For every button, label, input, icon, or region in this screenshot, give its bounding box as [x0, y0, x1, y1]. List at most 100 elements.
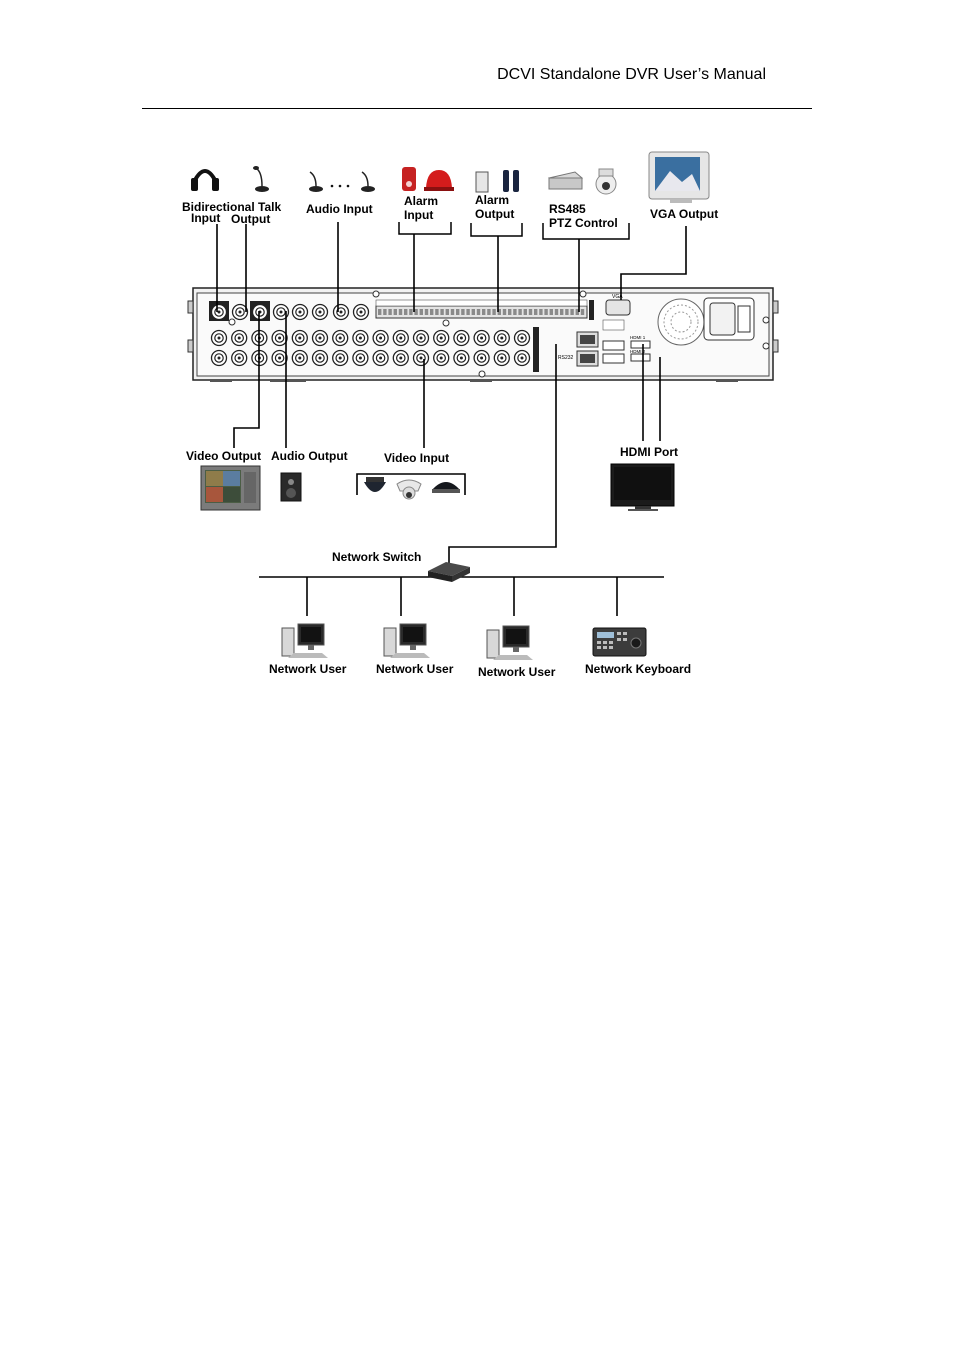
terminal-pin [539, 309, 543, 315]
headphones-icon [191, 169, 219, 191]
video-bnc-connector [473, 349, 490, 367]
video-bnc-connector [210, 329, 228, 347]
alarm-sensor-icon [475, 170, 519, 193]
network-user-computer-icon [281, 623, 328, 658]
header-rule [142, 108, 812, 109]
video-bnc-connector [271, 349, 288, 367]
audio-input-microphones-icon [309, 171, 375, 192]
video-bnc-connector [513, 349, 531, 367]
terminal-pin [435, 309, 439, 315]
label-audio-input: Audio Input [306, 202, 373, 216]
network-switch-icon [428, 562, 470, 582]
terminal-pin [570, 309, 574, 315]
video-bnc-connector [231, 349, 248, 367]
video-bnc-connector [493, 349, 510, 367]
terminal-pin [575, 309, 579, 315]
video-bnc-connector [493, 329, 510, 347]
group-brackets [398, 222, 630, 240]
cctv-monitor-icon [200, 465, 261, 511]
terminal-pin [471, 309, 475, 315]
network-keyboard-icon [592, 627, 647, 657]
video-bnc-connector [332, 349, 349, 367]
video-bnc-connector [352, 329, 369, 347]
terminal-pin [393, 309, 397, 315]
terminal-pin [398, 309, 403, 315]
video-bnc-connector [271, 329, 288, 347]
panel-mark-rs232: RS232 [558, 355, 574, 361]
vga-monitor-icon [648, 151, 710, 203]
video-bnc-connector [231, 329, 248, 347]
terminal-pin [565, 309, 569, 315]
video-bnc-connector [311, 349, 329, 367]
terminal-pin [456, 309, 460, 315]
speaker-icon [280, 472, 302, 502]
terminal-pin [534, 309, 538, 315]
video-bnc-connector [352, 349, 369, 367]
audio-bnc-connector [251, 303, 269, 321]
audio-bnc-connector [291, 303, 309, 321]
video-bnc-connector [392, 349, 409, 367]
label-network-user-1: Network User [269, 662, 347, 676]
alarm-siren-icon [402, 167, 454, 191]
terminal-pin [424, 309, 429, 315]
terminal-pin [492, 309, 496, 315]
label-hdmi-port: HDMI Port [620, 445, 678, 459]
label-bidi-output: Output [231, 212, 270, 226]
terminal-pin [554, 309, 559, 315]
label-alarm-input-line2: Input [404, 208, 433, 222]
network-user-computer-icon [486, 625, 533, 660]
terminal-pin [549, 309, 553, 315]
label-rs485-line1: RS485 [549, 202, 586, 216]
label-audio-output: Audio Output [271, 449, 348, 463]
terminal-pin [560, 309, 564, 315]
terminal-pin [404, 309, 408, 315]
audio-bnc-connector [332, 303, 350, 321]
ptz-decoder-icon [547, 168, 617, 195]
terminal-pin [580, 309, 585, 315]
terminal-pin [476, 309, 481, 315]
label-alarm-output-line1: Alarm [475, 193, 509, 207]
audio-bnc-connector [311, 303, 329, 321]
terminal-pin [430, 309, 434, 315]
terminal-pin [502, 309, 507, 315]
terminal-pin [528, 309, 533, 315]
video-bnc-connector [332, 329, 349, 347]
terminal-pin [383, 309, 387, 315]
terminal-pin [440, 309, 444, 315]
label-bidi-input: Input [191, 211, 220, 225]
connection-lines [216, 222, 687, 616]
panel-mark-hdmi2: HDMI 2 [630, 349, 646, 354]
label-network-user-2: Network User [376, 662, 454, 676]
terminal-pin [461, 309, 465, 315]
video-bnc-connector [291, 349, 308, 367]
terminal-pin [445, 309, 449, 315]
video-bnc-connector [433, 349, 450, 367]
label-video-output: Video Output [186, 449, 261, 463]
terminal-pin [450, 309, 455, 315]
video-bnc-connector [210, 349, 228, 367]
panel-mark-vga: VGA [612, 294, 623, 300]
video-bnc-connector [412, 329, 430, 347]
terminal-pin [518, 309, 522, 315]
video-bnc-connector [433, 329, 450, 347]
audio-bnc-connector [272, 303, 290, 321]
label-network-switch: Network Switch [332, 550, 421, 564]
label-alarm-input-line1: Alarm [404, 194, 438, 208]
desk-microphone-icon [253, 166, 269, 192]
terminal-pin [414, 309, 418, 315]
terminal-pin [378, 309, 382, 315]
video-bnc-connector [311, 329, 329, 347]
terminal-pin [482, 309, 486, 315]
panel-mark-hdmi1: HDMI 1 [630, 335, 646, 340]
hdmi-tv-icon [610, 463, 675, 511]
video-bnc-connector [453, 329, 470, 347]
label-vga-output: VGA Output [650, 207, 718, 221]
page-header-title: DCVI Standalone DVR User’s Manual [497, 66, 766, 83]
label-network-keyboard: Network Keyboard [585, 662, 691, 676]
video-input-bracket [356, 473, 466, 495]
video-bnc-connector [392, 329, 409, 347]
terminal-pin [388, 309, 392, 315]
label-alarm-output-line2: Output [475, 207, 514, 221]
terminal-pin [544, 309, 548, 315]
